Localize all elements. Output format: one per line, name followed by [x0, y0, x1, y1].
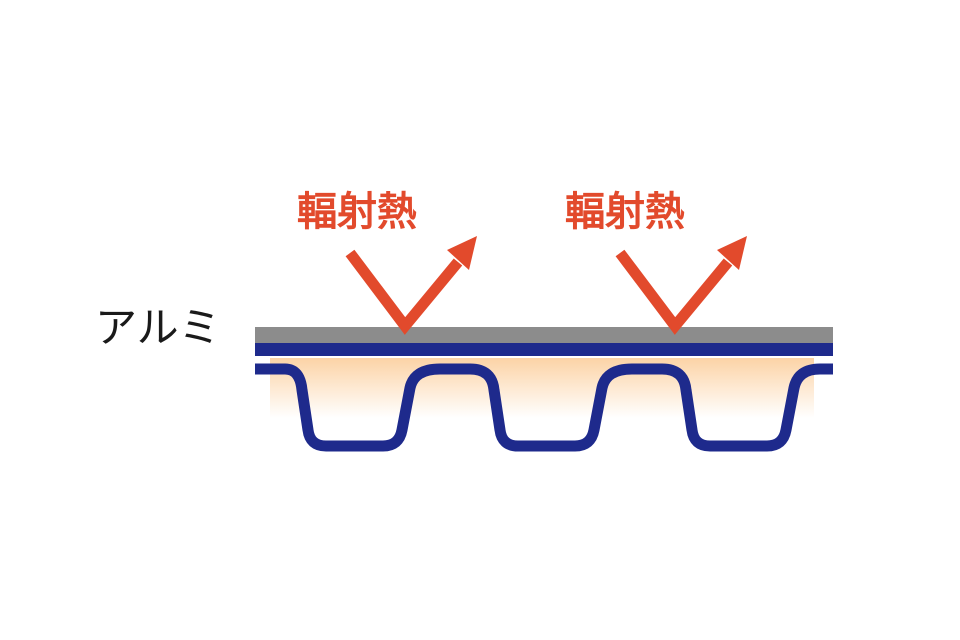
aluminum-layer	[255, 327, 833, 343]
aluminum-label: アルミ	[95, 303, 221, 352]
radiant-heat-arrow-left	[345, 236, 477, 335]
warm-glow	[270, 358, 814, 418]
radiant-heat-label-right: 輻射熱	[565, 189, 685, 235]
radiant-heat-arrow-right	[615, 236, 747, 335]
navy-sheet	[255, 343, 833, 356]
radiant-heat-label-left: 輻射熱	[297, 189, 417, 235]
corrugated-sheet	[255, 363, 833, 452]
